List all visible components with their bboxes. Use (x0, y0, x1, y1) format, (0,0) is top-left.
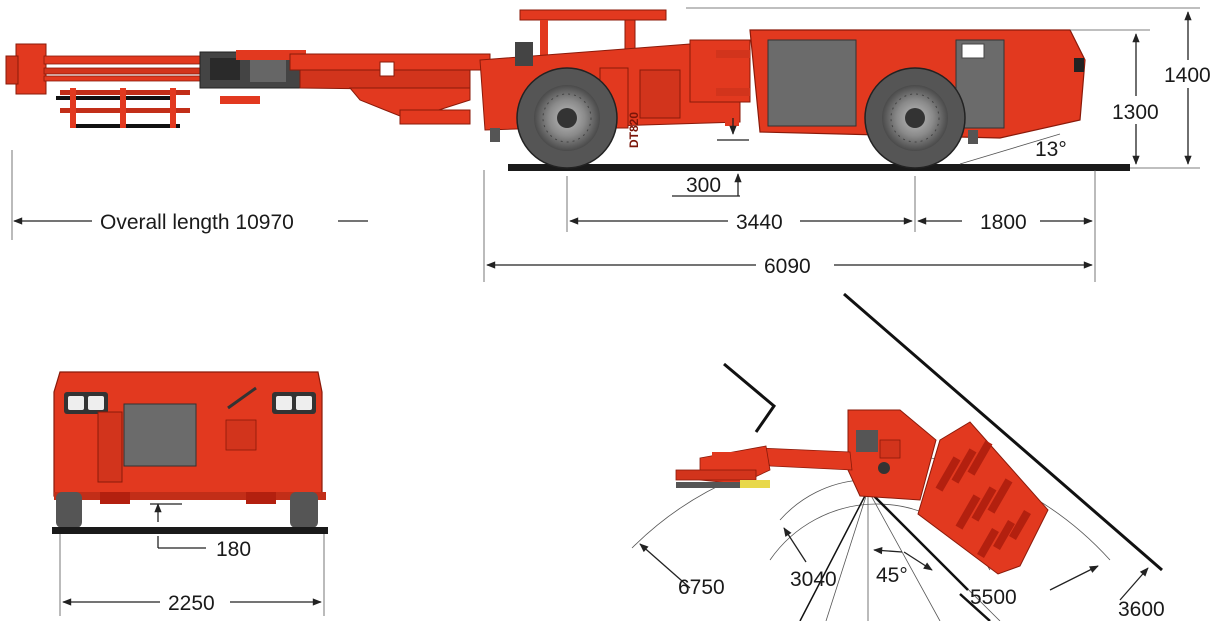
front-left-tire (56, 492, 82, 528)
front-right-tire (290, 492, 318, 528)
radius-outer-label: 6750 (678, 576, 725, 599)
overall-length-label: Overall length 10970 (100, 211, 294, 234)
turning-view: 6750 3040 45° 5500 3600 (631, 292, 1165, 621)
wheelbase-label: 3440 (736, 211, 783, 234)
front-wheel (516, 67, 618, 169)
engine-panel (767, 39, 857, 127)
height-cab-label: 1300 (1112, 101, 1159, 124)
front-engine-panel (123, 403, 197, 467)
radius-inner-label: 3040 (790, 568, 837, 591)
model-badge: DT820 (627, 112, 641, 148)
rear-overhang-label: 1800 (980, 211, 1027, 234)
radius-rear-label: 3600 (1118, 598, 1165, 621)
front-ground-line (52, 527, 328, 534)
drill-boom (5, 43, 491, 128)
turning-angle-label: 45° (876, 564, 908, 587)
rear-wheel (864, 67, 966, 169)
ground-line (508, 164, 1130, 171)
height-max-label: 1400 (1164, 64, 1211, 87)
width-label: 2250 (168, 592, 215, 615)
front-view: 180 2250 (52, 371, 328, 616)
rear-angle-label: 13° (1035, 138, 1067, 161)
radius-mid-label: 5500 (970, 586, 1017, 609)
ground-clearance-label: 180 (216, 538, 251, 561)
side-view: DT820 (5, 7, 1216, 282)
clearance-label: 300 (686, 174, 721, 197)
carrier-length-label: 6090 (764, 255, 811, 278)
rig-plan-view (675, 409, 1049, 575)
